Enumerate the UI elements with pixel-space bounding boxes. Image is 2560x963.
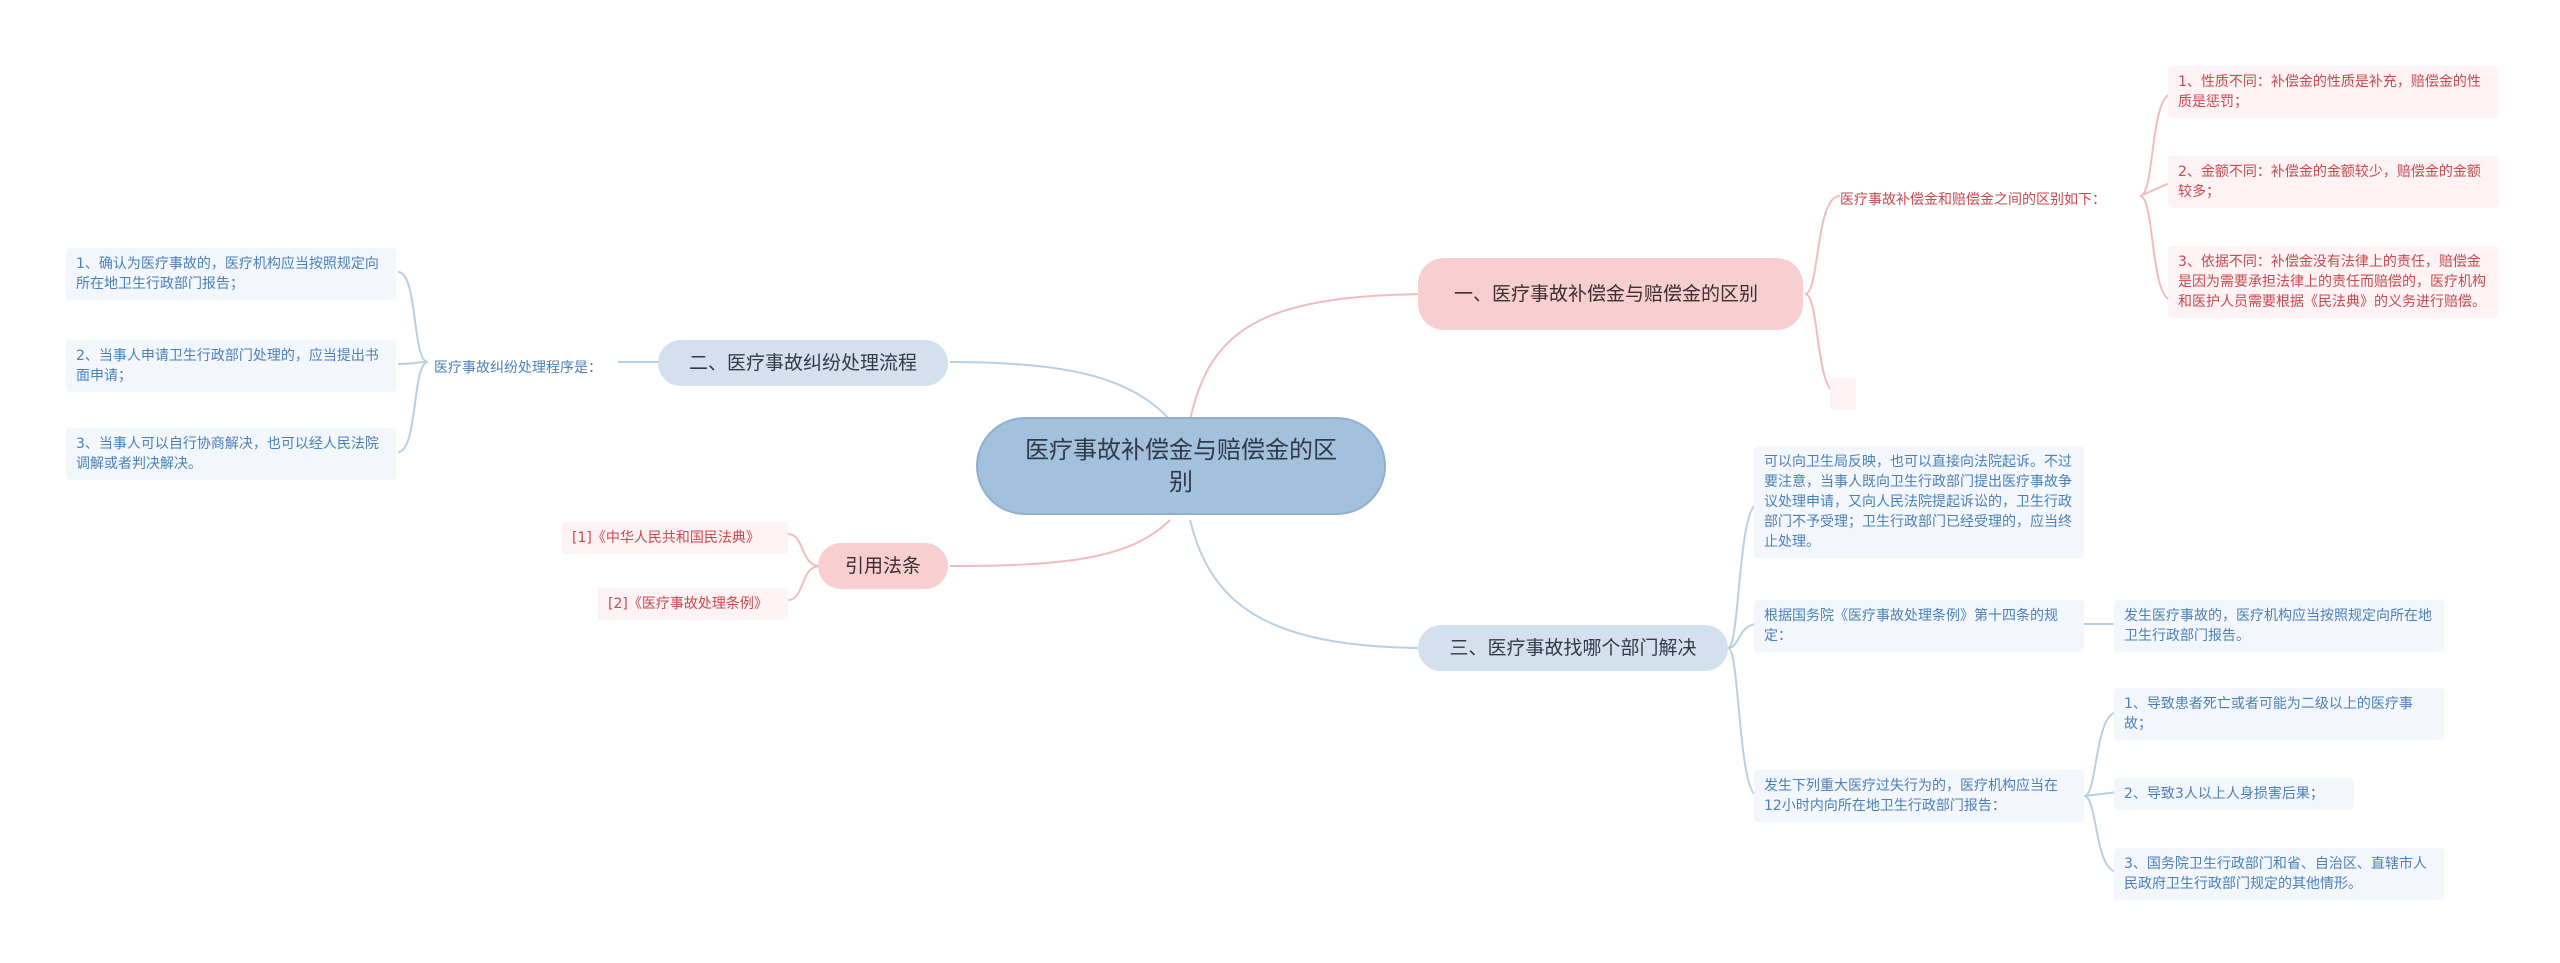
branch3-label: 三、医疗事故找哪个部门解决 xyxy=(1449,637,1697,659)
link-b4-items xyxy=(787,533,821,601)
branch4-label: 引用法条 xyxy=(844,555,921,577)
branch1-item-1-text: 1、性质不同：补偿金的性质是补充，赔偿金的性质是惩罚； xyxy=(2178,74,2481,110)
branch3-note-3[interactable]: 发生下列重大医疗过失行为的，医疗机构应当在12小时内向所在地卫生行政部门报告： xyxy=(1754,770,2084,822)
branch4-topic[interactable]: 引用法条 xyxy=(818,543,948,589)
bracket-b3-note3 xyxy=(2083,711,2119,873)
branch3-note-3-item-1[interactable]: 1、导致患者死亡或者可能为二级以上的医疗事故； xyxy=(2114,688,2444,740)
branch3-note-3-item-3-text: 3、国务院卫生行政部门和省、自治区、直辖市人民政府卫生行政部门规定的其他情形。 xyxy=(2124,856,2427,892)
branch3-note-2-child-text: 发生医疗事故的，医疗机构应当按照规定向所在地卫生行政部门报告。 xyxy=(2124,608,2432,644)
branch3-note-3-item-2-text: 2、导致3人以上人身损害后果； xyxy=(2124,786,2324,802)
citation-2[interactable]: [2]《医疗事故处理条例》 xyxy=(598,588,788,620)
branch1-item-3-text: 3、依据不同：补偿金没有法律上的责任，赔偿金是因为需要承担法律上的责任而赔偿的，… xyxy=(2178,254,2486,310)
branch2-label: 二、医疗事故纠纷处理流程 xyxy=(688,352,917,374)
branch1-item-1[interactable]: 1、性质不同：补偿金的性质是补充，赔偿金的性质是惩罚； xyxy=(2168,66,2499,118)
bracket-b1 xyxy=(2139,93,2173,301)
branch2-item-1[interactable]: 1、确认为医疗事故的，医疗机构应当按照规定向所在地卫生行政部门报告； xyxy=(66,248,396,300)
branch1-topic[interactable]: 一、医疗事故补偿金与赔偿金的区别 xyxy=(1418,258,1803,330)
branch3-note-2[interactable]: 根据国务院《医疗事故处理条例》第十四条的规定： xyxy=(1754,600,2084,652)
link-root-branch1 xyxy=(1189,293,1431,421)
branch2-item-3-text: 3、当事人可以自行协商解决，也可以经人民法院调解或者判决解决。 xyxy=(76,436,379,472)
link-root-branch3 xyxy=(1189,519,1429,649)
branch3-note-1-text: 可以向卫生局反映，也可以直接向法院起诉。不过要注意，当事人既向卫生行政部门提出医… xyxy=(1764,454,2072,550)
branch1-empty-node[interactable] xyxy=(1830,378,1856,410)
branch2-intro[interactable]: 医疗事故纠纷处理程序是： xyxy=(424,352,624,384)
branch3-note-3-item-2[interactable]: 2、导致3人以上人身损害后果； xyxy=(2114,778,2354,810)
branch1-intro-text: 医疗事故补偿金和赔偿金之间的区别如下： xyxy=(1840,192,2106,208)
branch1-intro[interactable]: 医疗事故补偿金和赔偿金之间的区别如下： xyxy=(1830,184,2140,216)
branch2-item-2-text: 2、当事人申请卫生行政部门处理的，应当提出书面申请； xyxy=(76,348,379,384)
link-root-branch2 xyxy=(949,361,1171,421)
bracket-b2 xyxy=(397,271,429,453)
branch1-item-2-text: 2、金额不同：补偿金的金额较少，赔偿金的金额较多； xyxy=(2178,164,2481,200)
branch3-note-2-child[interactable]: 发生医疗事故的，医疗机构应当按照规定向所在地卫生行政部门报告。 xyxy=(2114,600,2444,652)
citation-1-text: [1]《中华人民共和国民法典》 xyxy=(572,530,760,546)
branch2-item-3[interactable]: 3、当事人可以自行协商解决，也可以经人民法院调解或者判决解决。 xyxy=(66,428,396,480)
branch1-label: 一、医疗事故补偿金与赔偿金的区别 xyxy=(1454,283,1759,305)
root-topic[interactable]: 医疗事故补偿金与赔偿金的区别 xyxy=(976,417,1386,515)
branch3-note-2-text: 根据国务院《医疗事故处理条例》第十四条的规定： xyxy=(1764,608,2058,644)
branch3-topic[interactable]: 三、医疗事故找哪个部门解决 xyxy=(1418,625,1728,671)
branch2-topic[interactable]: 二、医疗事故纠纷处理流程 xyxy=(658,340,948,386)
branch3-note-3-item-3[interactable]: 3、国务院卫生行政部门和省、自治区、直辖市人民政府卫生行政部门规定的其他情形。 xyxy=(2114,848,2444,900)
branch3-note-3-item-1-text: 1、导致患者死亡或者可能为二级以上的医疗事故； xyxy=(2124,696,2413,732)
branch2-intro-text: 医疗事故纠纷处理程序是： xyxy=(434,360,602,376)
citation-2-text: [2]《医疗事故处理条例》 xyxy=(608,596,768,612)
branch1-item-3[interactable]: 3、依据不同：补偿金没有法律上的责任，赔偿金是因为需要承担法律上的责任而赔偿的，… xyxy=(2168,246,2499,318)
citation-1[interactable]: [1]《中华人民共和国民法典》 xyxy=(562,522,788,554)
branch1-item-2[interactable]: 2、金额不同：补偿金的金额较少，赔偿金的金额较多； xyxy=(2168,156,2499,208)
branch3-note-3-text: 发生下列重大医疗过失行为的，医疗机构应当在12小时内向所在地卫生行政部门报告： xyxy=(1764,778,2058,814)
link-root-branch4 xyxy=(949,519,1171,567)
branch3-note-1[interactable]: 可以向卫生局反映，也可以直接向法院起诉。不过要注意，当事人既向卫生行政部门提出医… xyxy=(1754,446,2084,558)
root-topic-label: 医疗事故补偿金与赔偿金的区别 xyxy=(1025,436,1337,496)
link-b3-notes xyxy=(1727,503,1759,797)
branch2-item-1-text: 1、确认为医疗事故的，医疗机构应当按照规定向所在地卫生行政部门报告； xyxy=(76,256,379,292)
link-b1-intro xyxy=(1804,195,1841,295)
branch2-item-2[interactable]: 2、当事人申请卫生行政部门处理的，应当提出书面申请； xyxy=(66,340,396,392)
